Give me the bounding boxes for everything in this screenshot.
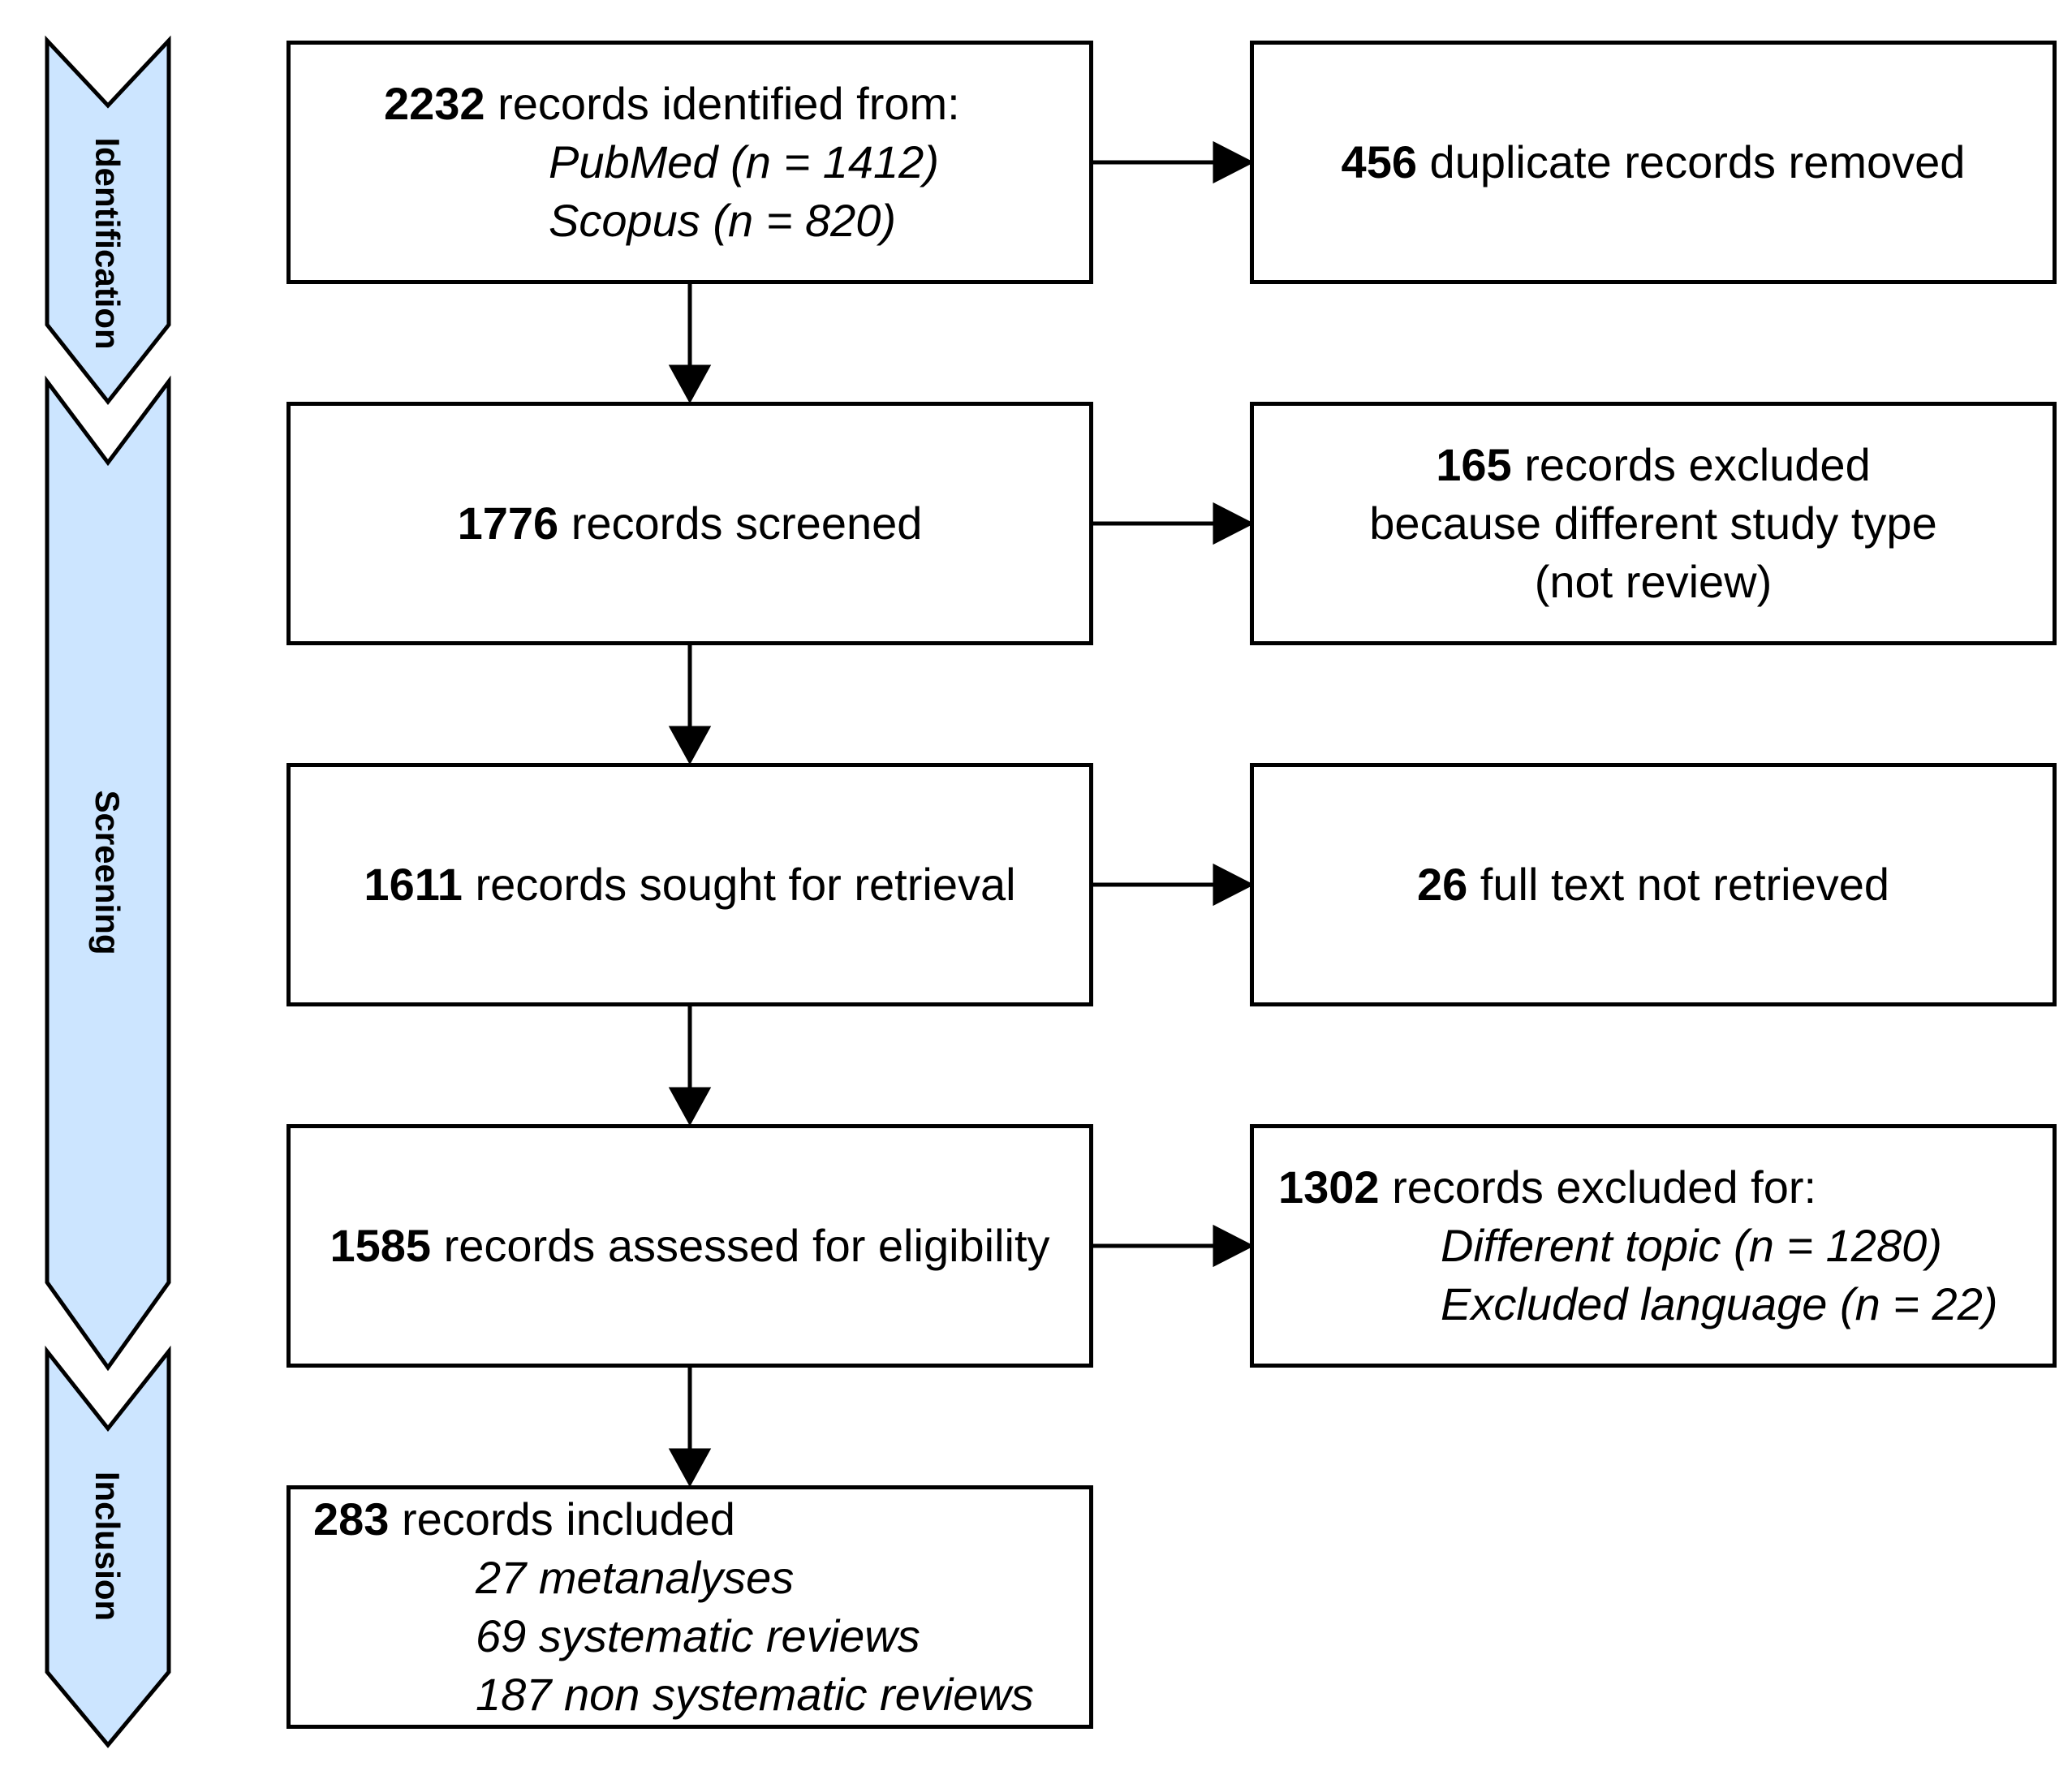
- assessed-text: records assessed for eligibility: [443, 1220, 1050, 1271]
- duplicates-box: 456 duplicate records removed: [1250, 41, 2057, 284]
- duplicates-count: 456: [1341, 136, 1417, 187]
- excluded-type-text: records excluded: [1524, 439, 1871, 490]
- excluded-for-heading: 1302 records excluded for:: [1278, 1158, 2053, 1217]
- included-type-non-systematic: 187 non systematic reviews: [476, 1669, 1034, 1720]
- included-count: 283: [313, 1493, 390, 1545]
- excluded-type-line2: because different study type: [1369, 498, 1937, 549]
- included-text: records included: [402, 1493, 735, 1545]
- arrow-head-right-1: [1213, 140, 1255, 184]
- stage-label-screening: Screening: [88, 790, 127, 954]
- included-heading: 283 records included: [313, 1490, 1089, 1549]
- excluded-for-text: records excluded for:: [1392, 1161, 1817, 1213]
- identified-source-pubmed: PubMed (n = 1412): [549, 136, 939, 187]
- stage-chevron-inclusion: [45, 1345, 171, 1748]
- screened-count: 1776: [457, 498, 559, 549]
- assessed-line: 1585 records assessed for eligibility: [330, 1217, 1049, 1275]
- identified-box: 2232 records identified from: PubMed (n …: [286, 41, 1093, 284]
- assessed-count: 1585: [330, 1220, 432, 1271]
- arrow-head-right-3: [1213, 863, 1255, 907]
- excluded-reason-language: Excluded language (n = 22): [1441, 1278, 1998, 1329]
- horizontal-arrows: [1092, 140, 1255, 1268]
- not-retrieved-box: 26 full text not retrieved: [1250, 763, 2057, 1006]
- assessed-box: 1585 records assessed for eligibility: [286, 1124, 1093, 1368]
- excluded-for-count: 1302: [1278, 1161, 1380, 1213]
- excluded-reason-topic: Different topic (n = 1280): [1441, 1220, 1942, 1271]
- arrow-head-right-4: [1213, 1224, 1255, 1268]
- stage-chevron-screening: [45, 375, 171, 1372]
- excluded-type-heading: 165 records excluded: [1436, 436, 1870, 494]
- not-retrieved-text: full text not retrieved: [1480, 859, 1890, 910]
- sought-text: records sought for retrieval: [475, 859, 1016, 910]
- stage-chevron-identification: [45, 35, 171, 406]
- identified-count: 2232: [384, 78, 485, 129]
- not-retrieved-line: 26 full text not retrieved: [1417, 855, 1889, 914]
- vertical-arrows: [668, 284, 712, 1488]
- sought-line: 1611 records sought for retrieval: [364, 855, 1015, 914]
- screened-line: 1776 records screened: [458, 494, 923, 553]
- stage-label-identification: Identification: [88, 137, 127, 349]
- excluded-for-box: 1302 records excluded for: Different top…: [1250, 1124, 2057, 1368]
- arrow-head-down-3: [668, 1087, 712, 1127]
- not-retrieved-count: 26: [1416, 859, 1468, 910]
- excluded-type-line3: (not review): [1534, 556, 1773, 607]
- included-type-metanalyses: 27 metanalyses: [476, 1552, 795, 1603]
- stage-label-inclusion: Inclusion: [88, 1472, 127, 1621]
- screened-text: records screened: [571, 498, 923, 549]
- arrow-head-down-4: [668, 1448, 712, 1488]
- identified-heading: 2232 records identified from:: [384, 75, 1089, 133]
- sought-box: 1611 records sought for retrieval: [286, 763, 1093, 1006]
- excluded-type-count: 165: [1436, 439, 1512, 490]
- arrow-head-right-2: [1213, 502, 1255, 545]
- included-box: 283 records included 27 metanalyses 69 s…: [286, 1485, 1093, 1729]
- excluded-type-box: 165 records excluded because different s…: [1250, 402, 2057, 645]
- duplicates-text: duplicate records removed: [1429, 136, 1966, 187]
- sought-count: 1611: [364, 859, 463, 910]
- identified-text: records identified from:: [498, 78, 960, 129]
- arrow-head-down-1: [668, 364, 712, 404]
- screened-box: 1776 records screened: [286, 402, 1093, 645]
- included-type-systematic: 69 systematic reviews: [476, 1610, 920, 1661]
- identified-source-scopus: Scopus (n = 820): [549, 195, 897, 246]
- arrow-head-down-2: [668, 726, 712, 765]
- duplicates-line: 456 duplicate records removed: [1342, 133, 1966, 192]
